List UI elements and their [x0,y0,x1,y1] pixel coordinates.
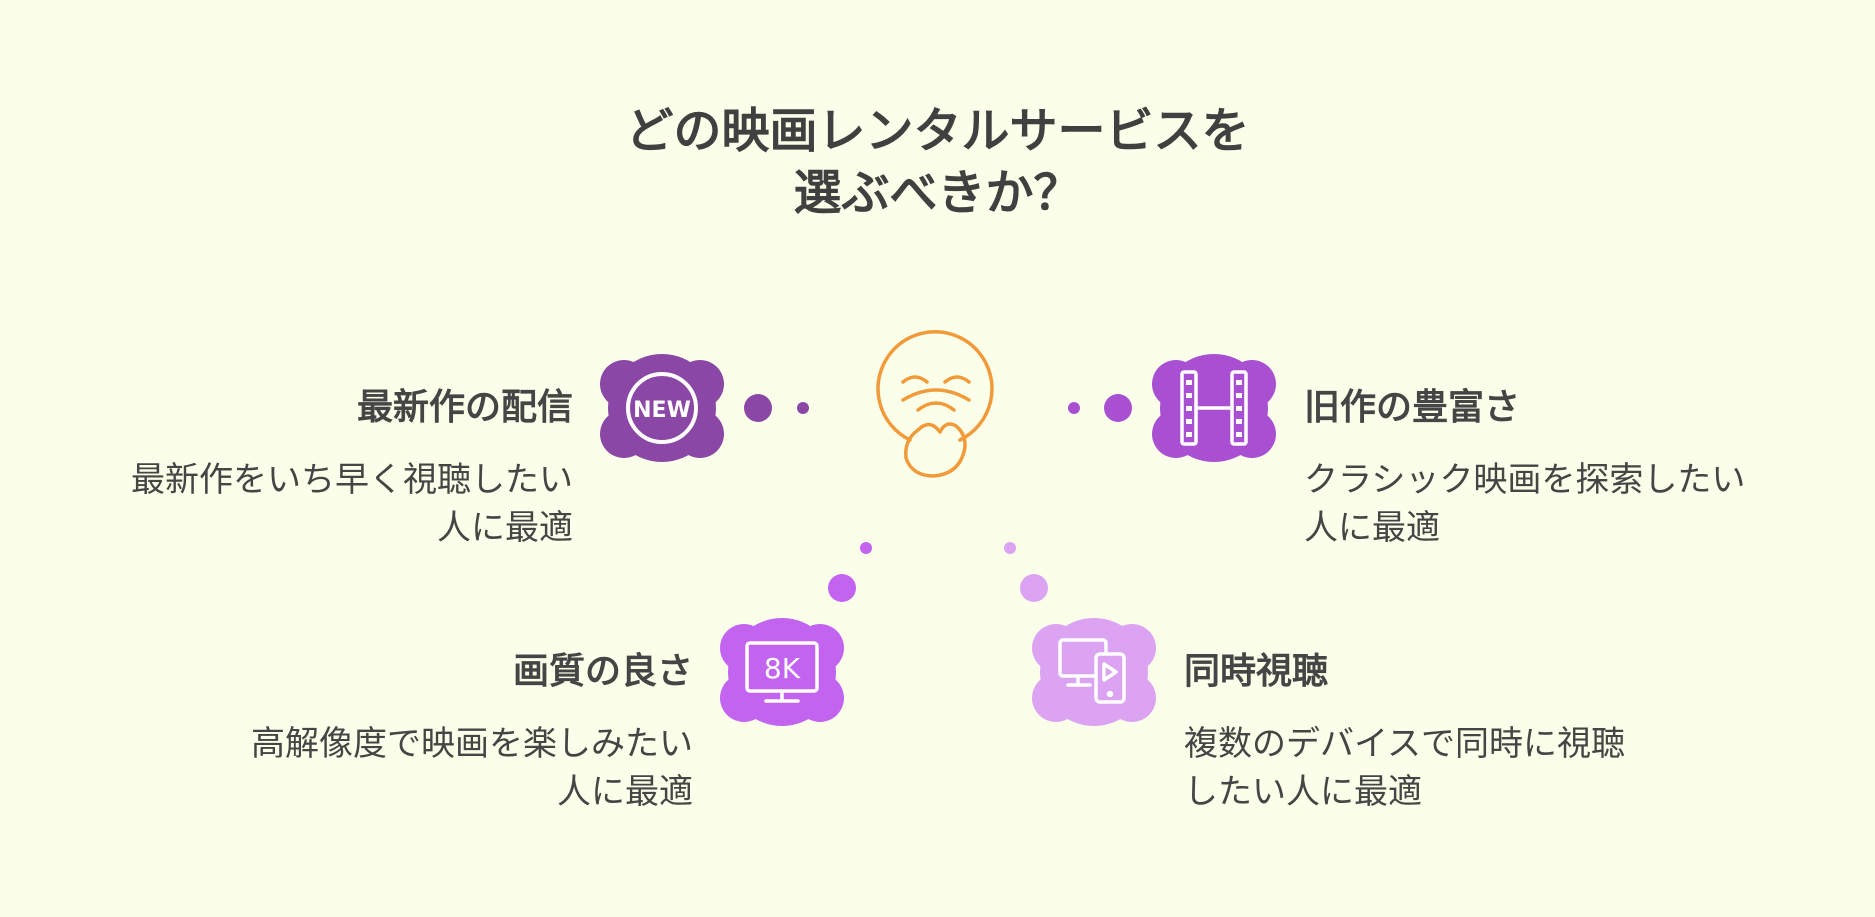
connector-dot [744,394,772,422]
option-desc-line: 複数のデバイスで同時に視聴 [1184,724,1625,764]
connector-dot [828,574,856,602]
title-line-2: 選ぶべきか？ [793,165,1082,221]
connector-dot [797,402,809,414]
thinking-face-icon [876,330,994,478]
new-badge-icon: NEW [600,354,724,462]
option-desc-quality: 高解像度で映画を楽しみたい 人に最適 [251,720,693,816]
diagram-title: どの映画レンタルサービスを 選ぶべきか？ [0,100,1875,224]
option-desc-simultaneous: 複数のデバイスで同時に視聴 したい人に最適 [1184,720,1625,816]
option-desc-line: 人に最適 [557,772,693,812]
8k-tv-icon: 8K [720,618,844,726]
8k-text: 8K [764,652,801,685]
connector-dot [860,542,872,554]
option-desc-line: 最新作をいち早く視聴したい [131,460,573,500]
connector-dot [1004,542,1016,554]
option-desc-line: 人に最適 [1304,508,1440,548]
option-label-classics: 旧作の豊富さ [1304,387,1521,428]
multi-device-icon [1032,618,1156,726]
option-label-quality: 画質の良さ [512,651,693,692]
option-desc-line: クラシック映画を探索したい [1304,460,1746,500]
option-desc-latest: 最新作をいち早く視聴したい 人に最適 [131,456,573,552]
connector-dot [1104,394,1132,422]
option-desc-classics: クラシック映画を探索したい 人に最適 [1304,456,1745,552]
option-desc-line: 高解像度で映画を楽しみたい [251,724,693,764]
title-line-1: どの映画レンタルサービスを [625,103,1250,159]
option-label-simultaneous: 同時視聴 [1184,651,1329,692]
connector-dot [1068,402,1080,414]
connector-dot [1020,574,1048,602]
new-badge-text: NEW [633,398,691,423]
film-strip-icon [1152,354,1276,462]
option-desc-line: したい人に最適 [1184,772,1422,812]
option-label-latest: 最新作の配信 [356,387,573,428]
connector-dots [744,394,1132,602]
option-desc-line: 人に最適 [437,508,573,548]
